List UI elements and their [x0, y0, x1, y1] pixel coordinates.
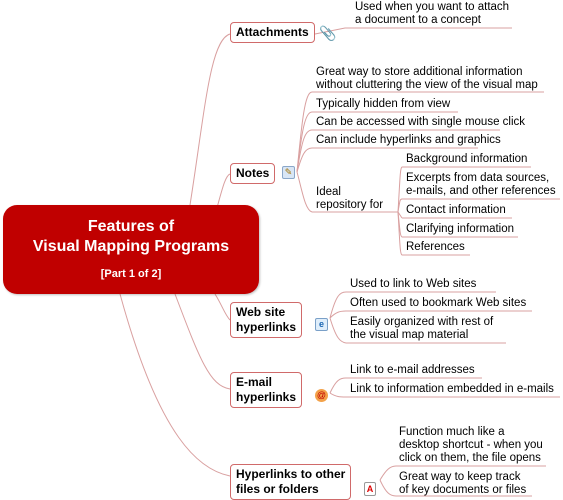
- email-icon[interactable]: @: [315, 389, 328, 402]
- repository-item-2-line2: e-mails, and other references: [406, 185, 556, 197]
- note-icon[interactable]: ✎: [282, 166, 295, 179]
- repository-item-1: Background information: [406, 153, 528, 165]
- attachments-note-line1: Used when you want to attach: [355, 1, 510, 13]
- branch-email-hyperlinks[interactable]: E-mail hyperlinks: [230, 372, 303, 408]
- repository-item-4: Clarifying information: [406, 223, 515, 235]
- notes-item-4: Can include hyperlinks and graphics: [316, 134, 501, 146]
- branch-files-label-line2: files or folders: [236, 482, 319, 496]
- files-item-2-line2: of key documents or files: [399, 484, 527, 496]
- notes-item-1-line1: Great way to store additional informatio…: [316, 66, 523, 78]
- repository-item-2-line1: Excerpts from data sources,: [406, 172, 550, 184]
- branch-web-label-line1: Web site: [236, 305, 286, 319]
- central-title-line2: Visual Mapping Programs: [32, 238, 230, 255]
- repository-label-line2: repository for: [316, 199, 384, 211]
- browser-icon[interactable]: e: [315, 318, 328, 331]
- branch-files-label-line1: Hyperlinks to other: [236, 467, 346, 481]
- branch-notes[interactable]: Notes: [230, 163, 276, 184]
- web-item-3-line2: the visual map material: [350, 329, 469, 341]
- repository-label-line1: Ideal: [316, 186, 341, 198]
- email-item-2: Link to information embedded in e-mails: [350, 383, 554, 395]
- central-part-label: [Part 1 of 2]: [100, 268, 162, 280]
- branch-attachments-label: Attachments: [236, 25, 309, 39]
- files-item-1-line3: click on them, the file opens: [399, 452, 541, 464]
- central-title-line1: Features of: [87, 218, 175, 235]
- email-item-1: Link to e-mail addresses: [350, 364, 475, 376]
- notes-item-3: Can be accessed with single mouse click: [316, 116, 526, 128]
- repository-item-3: Contact information: [406, 204, 506, 216]
- branch-web-hyperlinks[interactable]: Web site hyperlinks: [230, 302, 303, 338]
- branch-notes-label: Notes: [236, 166, 270, 180]
- branch-web-label-line2: hyperlinks: [236, 320, 297, 334]
- web-item-1: Used to link to Web sites: [350, 278, 477, 290]
- branch-email-label-line2: hyperlinks: [236, 390, 297, 404]
- branch-file-hyperlinks[interactable]: Hyperlinks to other files or folders: [230, 464, 352, 500]
- paperclip-icon[interactable]: 📎: [319, 25, 337, 41]
- branch-attachments[interactable]: Attachments: [230, 22, 315, 43]
- files-item-1-line1: Function much like a: [399, 426, 505, 438]
- files-item-2-line1: Great way to keep track: [399, 471, 521, 483]
- web-item-2: Often used to bookmark Web sites: [350, 297, 527, 309]
- notes-item-2: Typically hidden from view: [316, 98, 451, 110]
- web-item-3-line1: Easily organized with rest of: [350, 316, 494, 328]
- attachments-note-line2: a document to a concept: [355, 14, 481, 26]
- notes-item-1-line2: without cluttering the view of the visua…: [316, 79, 538, 91]
- central-topic[interactable]: Features of Visual Mapping Programs [Par…: [3, 205, 259, 294]
- repository-item-5: References: [406, 241, 465, 253]
- branch-email-label-line1: E-mail: [236, 375, 273, 389]
- files-item-1-line2: desktop shortcut - when you: [399, 439, 543, 451]
- pdf-file-icon[interactable]: A: [364, 482, 376, 496]
